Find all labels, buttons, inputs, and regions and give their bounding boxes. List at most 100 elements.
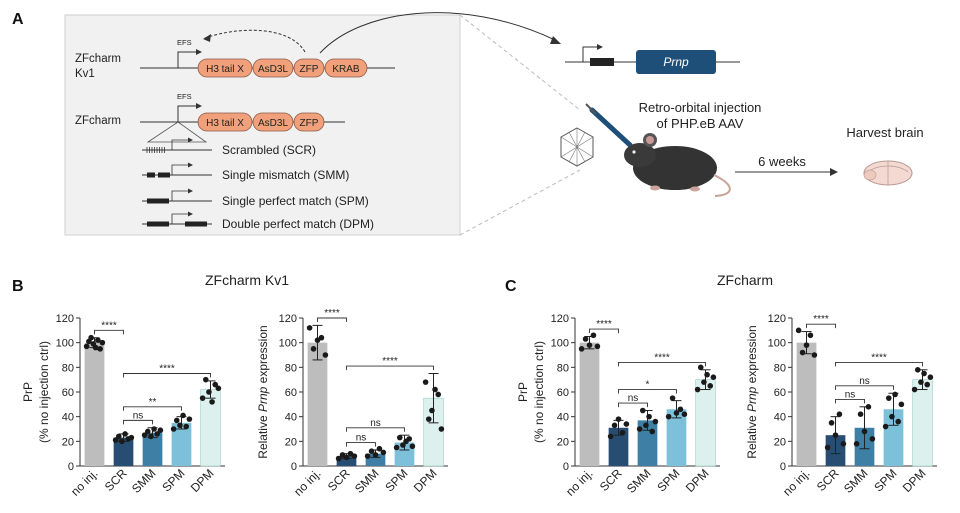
data-point — [186, 416, 193, 422]
data-point — [380, 449, 387, 456]
significance-label: **** — [324, 308, 340, 319]
domain-label: AsD3L — [258, 118, 288, 129]
data-point — [665, 413, 672, 420]
data-point — [183, 423, 190, 430]
data-point — [199, 395, 206, 401]
domain-label: H3 tail X — [206, 64, 244, 75]
x-tick-label: SMM — [129, 466, 159, 496]
data-point — [422, 379, 429, 385]
data-point — [921, 370, 927, 377]
y-tick-label: 100 — [56, 338, 74, 350]
data-point — [649, 428, 656, 435]
target-row: Double perfect match (DPM) — [142, 211, 374, 231]
significance-bracket: **** — [317, 308, 347, 322]
data-point — [795, 327, 802, 334]
data-point — [112, 437, 119, 443]
promoter-label-2: EFS — [177, 92, 192, 101]
data-point — [206, 389, 212, 395]
data-point — [911, 386, 918, 393]
y-axis-sublabel: (% no injection ctrl) — [37, 341, 51, 443]
y-tick-label: 20 — [285, 436, 297, 448]
data-point — [694, 386, 701, 393]
y-tick-label: 100 — [768, 338, 786, 350]
data-point — [803, 342, 810, 348]
prnp-gene: Prnp — [565, 44, 740, 74]
y-tick-label: 0 — [291, 461, 297, 473]
data-point — [898, 401, 905, 408]
significance-label: ns — [845, 389, 856, 400]
data-point — [652, 418, 659, 425]
significance-bracket: **** — [94, 320, 124, 335]
domain-zfp: ZFP — [293, 58, 325, 78]
y-tick-label: 120 — [279, 313, 297, 325]
data-point — [119, 438, 125, 445]
data-point — [828, 420, 835, 426]
data-point — [924, 381, 931, 388]
data-point — [811, 352, 818, 358]
data-point — [368, 448, 375, 455]
mouse-icon — [624, 133, 731, 197]
x-tick-label: SPM — [871, 466, 899, 494]
data-point — [824, 444, 831, 451]
y-tick-label: 80 — [62, 362, 74, 374]
data-point — [885, 395, 892, 401]
bar-spm — [394, 442, 415, 466]
data-point — [144, 428, 151, 435]
y-axis-label: Relative Prnp expression — [256, 325, 270, 458]
data-point — [351, 453, 358, 459]
significance-label: ns — [628, 393, 639, 404]
data-point — [202, 376, 209, 383]
y-tick-label: 60 — [62, 387, 74, 399]
promoter-label: EFS — [177, 38, 192, 47]
data-point — [681, 411, 688, 418]
data-point — [840, 441, 847, 447]
data-point — [177, 422, 183, 429]
significance-label: **** — [654, 352, 670, 363]
kv1-label-line1: ZFcharm — [75, 53, 121, 65]
group-title-b: ZFcharm Kv1 — [205, 272, 289, 288]
data-point — [170, 426, 177, 432]
data-point — [83, 343, 90, 350]
data-point — [406, 436, 413, 442]
data-point — [343, 454, 350, 461]
significance-label: ns — [859, 376, 870, 387]
data-point — [869, 436, 876, 442]
data-point — [707, 383, 714, 389]
data-point — [141, 432, 148, 438]
target-label: Single perfect match (SPM) — [222, 194, 369, 208]
bar-scr — [336, 456, 357, 466]
data-point — [393, 444, 400, 451]
data-point — [623, 421, 630, 427]
significance-bracket: ns — [346, 418, 405, 432]
data-point — [918, 379, 924, 385]
group-title-c: ZFcharm — [717, 272, 773, 288]
significance-label: ** — [149, 397, 157, 408]
significance-label: **** — [101, 320, 117, 331]
data-point — [865, 404, 872, 410]
domain-h3-tail-x: H3 tail X — [197, 112, 253, 132]
significance-bracket: ns — [123, 410, 153, 425]
significance-bracket: ns — [835, 376, 894, 390]
data-point — [701, 379, 707, 385]
bar-smm — [365, 453, 386, 466]
data-point — [372, 452, 379, 458]
y-tick-label: 60 — [774, 387, 786, 399]
data-point — [914, 367, 921, 373]
significance-label: ns — [370, 418, 381, 429]
data-point — [306, 325, 313, 331]
bar-spm — [666, 409, 687, 466]
panel-letter-b: B — [12, 278, 24, 295]
y-tick-label: 120 — [56, 313, 74, 325]
data-point — [95, 337, 101, 344]
data-point — [173, 417, 180, 424]
y-axis-label: PrP — [21, 382, 35, 402]
data-point — [615, 416, 622, 422]
data-point — [322, 352, 329, 358]
y-axis-label: Relative Prnp expression — [745, 325, 759, 458]
data-point — [429, 407, 435, 414]
y-tick-label: 60 — [285, 387, 297, 399]
